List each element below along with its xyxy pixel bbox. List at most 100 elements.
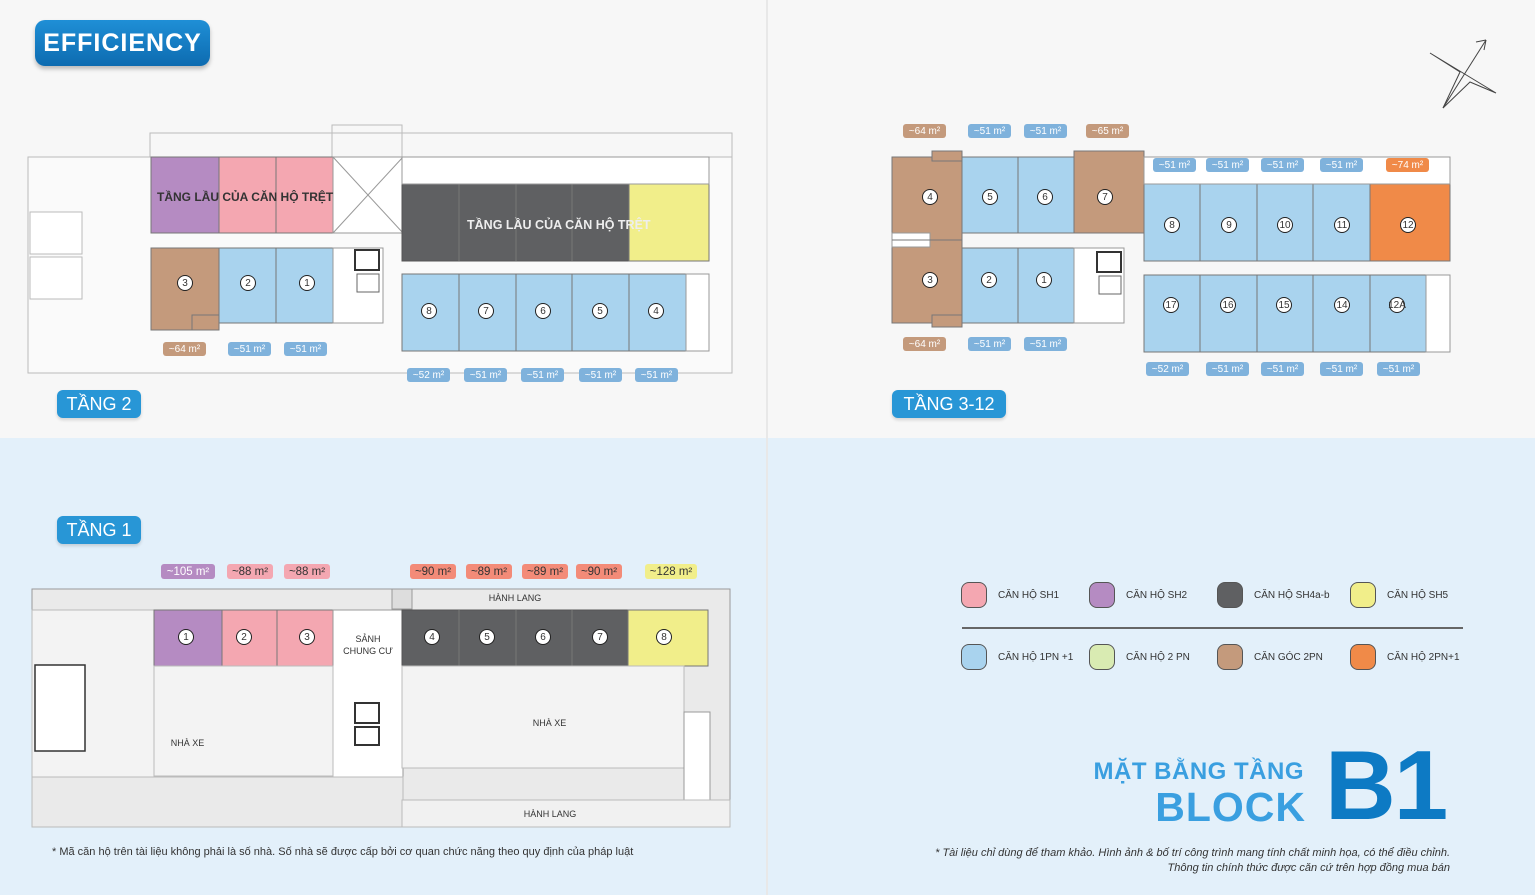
- floor1-plan: [31, 588, 731, 828]
- floor3-12-area-tag: ~51 m²: [1320, 362, 1363, 376]
- floor3-12-area-tag: ~51 m²: [1261, 362, 1304, 376]
- floor1-area-tag: ~89 m²: [522, 564, 568, 579]
- corridor-bottom-label: HÀNH LANG: [523, 809, 577, 819]
- floor3-12-unit-marker: 10: [1277, 217, 1293, 233]
- floor3-12-unit-marker: 6: [1037, 189, 1053, 205]
- lobby-line2: CHUNG CƯ: [343, 646, 393, 656]
- floor2-area-tag: ~52 m²: [407, 368, 450, 382]
- footnote-right-line2: Thông tin chính thức được căn cứ trên hợ…: [1167, 862, 1451, 874]
- floor3-12-area-tag: ~64 m²: [903, 337, 946, 351]
- legend-item: CĂN HỘ 2PN+1: [1350, 644, 1460, 670]
- floor2-area-tag: ~51 m²: [521, 368, 564, 382]
- floor1-unit-marker: 5: [479, 629, 495, 645]
- floor1-label: TẦNG 1: [57, 516, 141, 544]
- floor1-area-tag: ~105 m²: [161, 564, 215, 579]
- legend-label: CĂN HỘ SH4a-b: [1254, 589, 1330, 601]
- floor3-12-area-tag: ~74 m²: [1386, 158, 1429, 172]
- floor1-unit-marker: 4: [424, 629, 440, 645]
- floor1-area-tag: ~88 m²: [284, 564, 330, 579]
- floor3-12-area-tag: ~51 m²: [1377, 362, 1420, 376]
- floor2-area-tag: ~51 m²: [284, 342, 327, 356]
- legend-label: CĂN HỘ SH1: [998, 589, 1060, 601]
- floor1-unit-marker: 1: [178, 629, 194, 645]
- floor2-unit-marker: 8: [421, 303, 437, 319]
- legend-label: CĂN HỘ 1PN +1: [998, 651, 1074, 663]
- parking-right-label: NHÀ XE: [532, 718, 567, 728]
- floor2-plan: [27, 124, 733, 374]
- floor1-unit-marker: 7: [592, 629, 608, 645]
- floor3-12-area-tag: ~64 m²: [903, 124, 946, 138]
- legend-swatch: [961, 644, 987, 670]
- floor2-unit-marker: 2: [240, 275, 256, 291]
- floor2-label-right: TẦNG LẦU CỦA CĂN HỘ TRỆT: [467, 218, 651, 232]
- footnote-left: * Mã căn hộ trên tài liệu không phải là …: [52, 846, 634, 858]
- floor3-12-area-tag: ~51 m²: [968, 124, 1011, 138]
- floor2-area-tag: ~51 m²: [579, 368, 622, 382]
- parking-left-label: NHÀ XE: [170, 738, 205, 748]
- legend-label: CĂN HỘ SH5: [1387, 589, 1449, 601]
- floor2-unit-marker: 6: [535, 303, 551, 319]
- floor3-12-unit-marker: 17: [1163, 297, 1179, 313]
- efficiency-badge: EFFICIENCY: [35, 20, 210, 66]
- floor1-unit-marker: 3: [299, 629, 315, 645]
- floor3-12-area-tag: ~51 m²: [1024, 337, 1067, 351]
- title-line2: BLOCK: [1155, 784, 1306, 830]
- floor3-12-unit-marker: 15: [1276, 297, 1292, 313]
- floor2-area-tag: ~51 m²: [228, 342, 271, 356]
- compass-icon: [1429, 39, 1497, 109]
- floor1-unit-marker: 2: [236, 629, 252, 645]
- floor2-unit-marker: 7: [478, 303, 494, 319]
- floor3-12-unit-marker: 4: [922, 189, 938, 205]
- floor3-12-unit-marker: 9: [1221, 217, 1237, 233]
- title-block-code: B1: [1325, 730, 1448, 840]
- legend-label: CĂN GÓC 2PN: [1254, 651, 1323, 663]
- page-gutter: [766, 0, 768, 895]
- floor3-12-unit-marker: 5: [982, 189, 998, 205]
- floor2-unit-marker: 5: [592, 303, 608, 319]
- floor3-12-area-tag: ~51 m²: [1206, 158, 1249, 172]
- floor3-12-label: TẦNG 3-12: [892, 390, 1006, 418]
- floor1-area-tag: ~89 m²: [466, 564, 512, 579]
- floor3-12-area-tag: ~51 m²: [1206, 362, 1249, 376]
- legend-swatch: [1089, 644, 1115, 670]
- floor3-12-unit-marker: 8: [1164, 217, 1180, 233]
- floor3-12-unit-marker: 7: [1097, 189, 1113, 205]
- floor3-12-area-tag: ~51 m²: [1153, 158, 1196, 172]
- floor1-area-tag: ~90 m²: [410, 564, 456, 579]
- floor2-unit-marker: 4: [648, 303, 664, 319]
- floor1-area-tag: ~128 m²: [645, 564, 697, 579]
- legend-item: CĂN GÓC 2PN: [1217, 644, 1323, 670]
- floor3-12-unit-marker: 14: [1334, 297, 1350, 313]
- lobby-label: SẢNH CHUNG CƯ: [336, 633, 400, 657]
- floor3-12-area-tag: ~52 m²: [1146, 362, 1189, 376]
- legend-item: CĂN HỘ 2 PN: [1089, 644, 1190, 670]
- floor3-12-area-tag: ~51 m²: [968, 337, 1011, 351]
- footnote-right: * Tài liệu chỉ dùng để tham khảo. Hình ả…: [870, 846, 1450, 876]
- floor3-12-unit-marker: 2: [981, 272, 997, 288]
- floor3-12-unit-marker: 1: [1036, 272, 1052, 288]
- legend-label: CĂN HỘ 2PN+1: [1387, 651, 1460, 663]
- legend-item: CĂN HỘ SH4a-b: [1217, 582, 1330, 608]
- legend-item: CĂN HỘ SH1: [961, 582, 1059, 608]
- floor1-area-tag: ~90 m²: [576, 564, 622, 579]
- floor3-12-plan: [891, 150, 1451, 353]
- legend-swatch: [1089, 582, 1115, 608]
- title-line1: MẶT BẰNG TẦNG: [1093, 758, 1304, 785]
- legend-swatch: [1350, 644, 1376, 670]
- floor2-label: TẦNG 2: [57, 390, 141, 418]
- floor2-label-left: TẦNG LẦU CỦA CĂN HỘ TRỆT: [157, 190, 334, 204]
- lobby-line1: SẢNH: [355, 634, 381, 644]
- legend-item: CĂN HỘ SH2: [1089, 582, 1187, 608]
- legend-item: CĂN HỘ SH5: [1350, 582, 1448, 608]
- floor2-unit-marker: 3: [177, 275, 193, 291]
- corridor-top-label: HÀNH LANG: [488, 593, 542, 603]
- legend-item: CĂN HỘ 1PN +1: [961, 644, 1073, 670]
- legend-swatch: [1350, 582, 1376, 608]
- legend-swatch: [1217, 582, 1243, 608]
- floor1-unit-marker: 6: [535, 629, 551, 645]
- floor3-12-unit-marker: 12A: [1388, 297, 1406, 313]
- floor3-12-unit-marker: 16: [1220, 297, 1236, 313]
- floor2-area-tag: ~51 m²: [635, 368, 678, 382]
- legend-label: CĂN HỘ 2 PN: [1126, 651, 1190, 663]
